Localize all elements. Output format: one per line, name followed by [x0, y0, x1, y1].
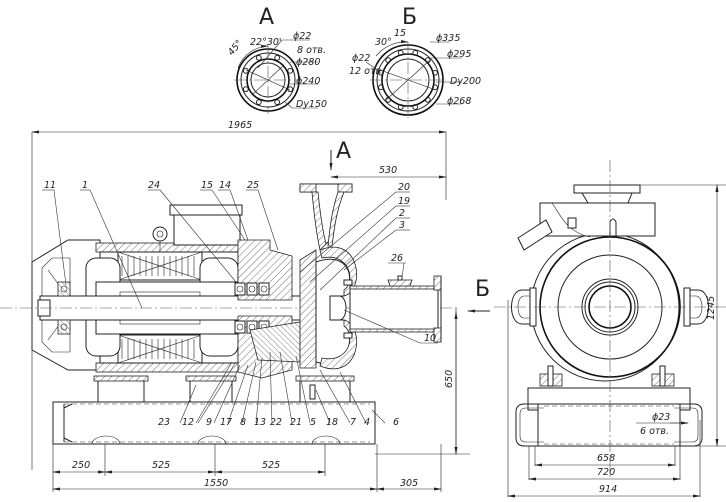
- dim-1550: 1550: [204, 478, 228, 489]
- anchor-dia-value: ϕ23: [652, 412, 670, 423]
- width-658-value: 658: [597, 453, 615, 464]
- part-label-1: 1: [82, 180, 88, 191]
- bearing: [234, 320, 246, 334]
- part-label-20: 20: [398, 182, 410, 193]
- bearing: [234, 282, 246, 296]
- bolt-hole: [424, 57, 431, 64]
- bearing: [246, 282, 258, 296]
- flange-b-hole-count: 12 отв.: [349, 66, 384, 77]
- part-label-21: 21: [290, 417, 302, 428]
- bolt-hole: [397, 104, 404, 110]
- part-label-14: 14: [219, 180, 231, 191]
- bolt-hole: [385, 96, 392, 103]
- flange-view-b: Б 30° 15 ϕ22 12 отв. ϕ335 ϕ295 Dy200 ϕ26…: [349, 5, 481, 118]
- side-section-view: 650 Б: [0, 183, 490, 455]
- part-labels: 11 1 24 15 14 25 20 19 2 3 26 10 23 12 9…: [44, 180, 436, 428]
- part-label-13: 13: [254, 417, 266, 428]
- flange-b-inner-dia: ϕ268: [447, 96, 471, 107]
- view-a-arrow: А: [329, 139, 351, 171]
- flange-b-bolt-circle: ϕ295: [447, 49, 471, 60]
- flange-a-nominal: Dy150: [296, 99, 327, 110]
- bolt-hole: [274, 99, 281, 106]
- bolt-hole: [378, 84, 384, 91]
- bolt-hole: [397, 50, 404, 56]
- width-720-value: 720: [597, 467, 615, 478]
- flange-a-bolt-circle: ϕ240: [296, 76, 320, 87]
- flange-a-angle-2: 45°: [226, 38, 245, 58]
- bearing-ball: [248, 285, 256, 293]
- part-label-11: 11: [44, 180, 56, 191]
- part-leaders: [42, 189, 438, 424]
- bolt-hole: [432, 69, 438, 76]
- part-label-18: 18: [326, 417, 338, 428]
- flange-b-angle-1: 30°: [375, 37, 392, 48]
- part-label-6: 6: [393, 417, 399, 428]
- part-label-22: 22: [270, 417, 282, 428]
- width-914-value: 914: [599, 484, 617, 495]
- bolt-hole: [424, 96, 431, 103]
- dim-305: 305: [400, 478, 418, 489]
- part-label-26: 26: [391, 253, 403, 264]
- dim-250: 250: [72, 460, 90, 471]
- flange-b-nominal: Dy200: [450, 76, 481, 87]
- part-label-24: 24: [148, 180, 160, 191]
- bolt-hole: [255, 54, 262, 61]
- flange-b-drawing: [365, 40, 462, 118]
- part-label-12: 12: [182, 417, 194, 428]
- bolt-hole: [242, 86, 249, 93]
- bolt-hole: [287, 67, 294, 74]
- part-label-8: 8: [240, 417, 246, 428]
- anchor-count-value: 6 отв.: [640, 426, 669, 437]
- flange-a-hole-count: 8 отв.: [297, 45, 326, 56]
- base-dimensions: 250 525 525 1550 305: [52, 444, 442, 492]
- bearing: [258, 282, 270, 296]
- bolt-hole: [385, 57, 392, 64]
- part-label-4: 4: [364, 417, 370, 428]
- flange-a-outer-dia: ϕ280: [296, 57, 320, 68]
- suction-offset-value: 530: [379, 165, 397, 176]
- suction-offset-dimension: 530: [330, 165, 447, 179]
- end-view: 1245 658 720 914 ϕ23 6 отв.: [494, 160, 726, 498]
- bearing-ball: [260, 285, 268, 293]
- bolt-hole: [412, 104, 419, 110]
- part-label-7: 7: [350, 417, 356, 428]
- flange-view-a: А 22°30' 45° ϕ22 8 отв. ϕ280 ϕ240 Dy150: [226, 5, 327, 114]
- dim-525-right: 525: [262, 460, 280, 471]
- flange-b-outer-dia: ϕ335: [436, 33, 460, 44]
- bolt-hole: [274, 54, 281, 61]
- dim-525-left: 525: [152, 460, 170, 471]
- part-label-3: 3: [399, 220, 405, 231]
- overall-height-value: 1245: [706, 296, 717, 320]
- part-label-23: 23: [158, 417, 170, 428]
- view-b-arrow-letter: Б: [475, 277, 490, 302]
- flange-b-hole-dia: ϕ22: [352, 53, 370, 64]
- flange-b-angle-2: 15: [394, 28, 406, 39]
- bolt-hole: [412, 50, 419, 56]
- part-label-17: 17: [220, 417, 232, 428]
- overall-length-value: 1965: [228, 120, 252, 131]
- part-label-15: 15: [201, 180, 213, 191]
- flange-a-angle-1: 22°30': [250, 37, 282, 48]
- part-label-25: 25: [247, 180, 259, 191]
- part-label-19: 19: [398, 196, 410, 207]
- shaft-height-value: 650: [444, 370, 455, 388]
- bolt-hole: [255, 99, 262, 106]
- part-label-9: 9: [206, 417, 212, 428]
- bearing-ball: [236, 323, 244, 331]
- view-a-letter: А: [259, 5, 274, 30]
- flange-a-drawing: [234, 39, 318, 114]
- flange-a-hole-dia: ϕ22: [293, 31, 311, 42]
- part-label-10: 10: [424, 333, 436, 344]
- part-label-2: 2: [399, 208, 405, 219]
- bearing-ball: [236, 285, 244, 293]
- view-b-letter: Б: [402, 5, 417, 30]
- view-a-arrow-letter: А: [336, 139, 351, 164]
- part-label-5: 5: [310, 417, 316, 428]
